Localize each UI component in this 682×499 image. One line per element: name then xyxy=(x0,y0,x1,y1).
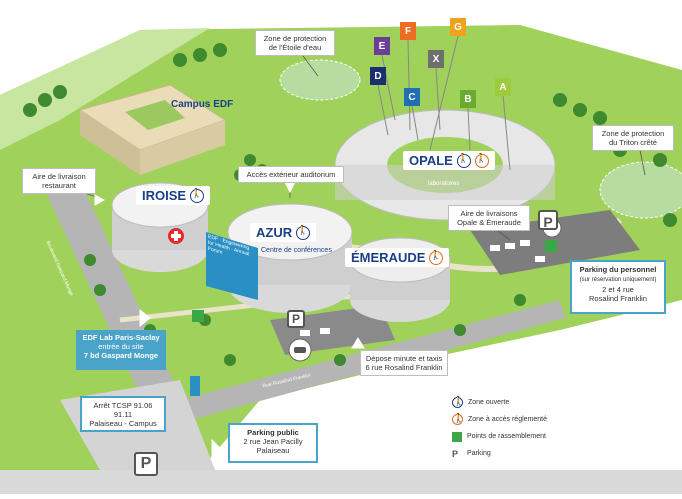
callout-auditorium: Accès extérieur auditorium xyxy=(238,166,344,183)
open-zone-icon xyxy=(456,153,471,168)
opale-facade xyxy=(335,165,555,200)
flag-poles xyxy=(377,35,511,171)
callout-edflab-entrance: EDF Lab Paris-Saclay entrée du site 7 bd… xyxy=(76,330,166,370)
zone-flag-d[interactable]: D xyxy=(370,67,386,85)
labo-label: laboratoires xyxy=(428,181,460,187)
callout-parking-public: Parking public 2 rue Jean Pacilly Palais… xyxy=(228,423,318,463)
building-emeraude[interactable]: ÉMERAUDE xyxy=(345,248,450,267)
zone-flag-b[interactable]: B xyxy=(460,90,476,108)
azur-subtitle: Centre de conférences xyxy=(261,247,332,254)
callout-tcsp: Arrêt TCSP 91.06 91.11 Palaiseau - Campu… xyxy=(80,396,166,432)
parking-icon-public[interactable]: P xyxy=(134,452,158,476)
building-iroise[interactable]: IROISE xyxy=(136,186,211,205)
zone-flag-g[interactable]: G xyxy=(450,18,466,36)
parking-icon: P xyxy=(452,448,459,459)
zone-flag-e[interactable]: E xyxy=(374,37,390,55)
regulated-zone-icon xyxy=(474,153,489,168)
assembly-point-icons xyxy=(192,240,557,322)
map-legend: Zone ouverte Zone à accès réglementé Poi… xyxy=(452,394,547,462)
regulated-zone-icon xyxy=(429,250,444,265)
event-banner xyxy=(206,232,258,300)
campus-edge xyxy=(0,28,210,150)
cars xyxy=(300,240,545,336)
open-zone-icon xyxy=(452,396,464,408)
building-azur[interactable]: AZUR xyxy=(250,223,317,242)
legend-regulated: Zone à accès réglementé xyxy=(452,411,547,428)
open-zone-icon xyxy=(190,188,205,203)
outer-pavement xyxy=(0,470,682,494)
legend-open: Zone ouverte xyxy=(452,394,547,411)
legend-assembly: Points de rassemblement xyxy=(452,428,547,445)
zone-flag-f[interactable]: F xyxy=(400,22,416,40)
campus-edf-courtyard xyxy=(125,100,185,130)
parking-icon-staff[interactable]: P xyxy=(538,210,558,230)
building-name: OPALE xyxy=(409,153,453,168)
building-name: ÉMERAUDE xyxy=(351,250,426,265)
assembly-point-icon xyxy=(452,431,462,442)
building-name: AZUR xyxy=(256,225,293,240)
zone-flag-a[interactable]: A xyxy=(495,78,511,96)
zone-flag-x[interactable]: X xyxy=(428,50,444,68)
regulated-zone-icon xyxy=(452,413,464,425)
triton-zone xyxy=(599,161,682,219)
campus-edf-wall-right xyxy=(140,120,225,175)
campus-edf-label: Campus EDF xyxy=(171,99,234,110)
etoile-zone xyxy=(279,59,361,101)
legend-parking: P Parking xyxy=(452,448,491,459)
campus-edf-wall-left xyxy=(80,110,140,175)
building-opale[interactable]: OPALE xyxy=(403,151,495,170)
open-zone-icon xyxy=(296,225,311,240)
zone-flag-c[interactable]: C xyxy=(404,88,420,106)
bus xyxy=(190,376,200,396)
parking-icon-dropoff[interactable]: P xyxy=(287,310,305,328)
direction-arrows xyxy=(94,181,365,458)
callout-parking-personnel: Parking du personnel (sur réservation un… xyxy=(570,260,666,314)
building-name: IROISE xyxy=(142,188,187,203)
